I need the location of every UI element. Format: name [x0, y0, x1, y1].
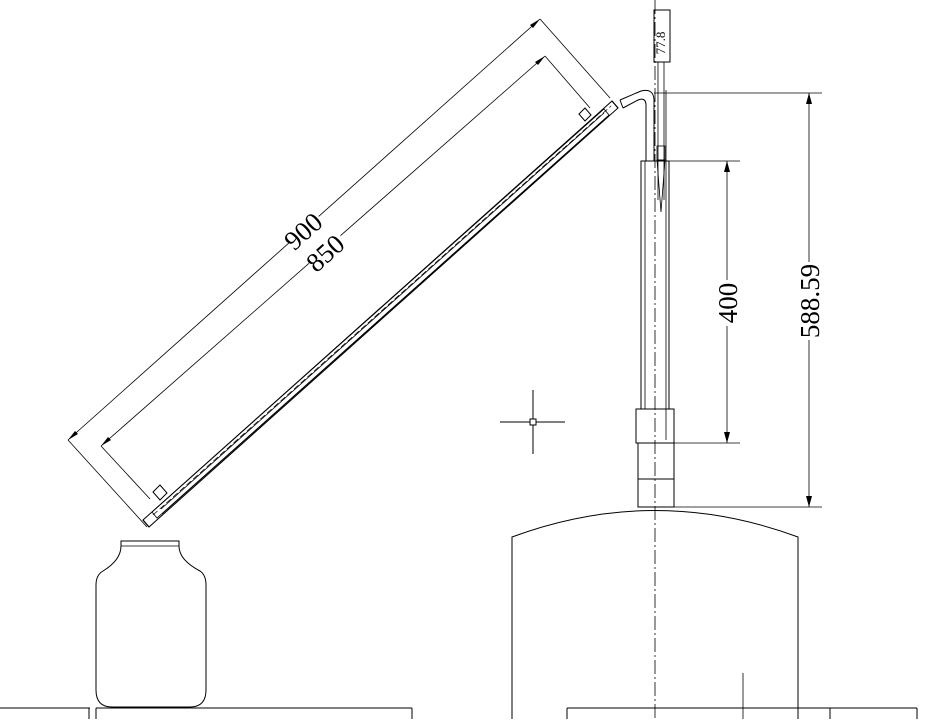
dim-900-arrow-left — [68, 431, 78, 440]
dim-588-arrow-bottom — [806, 496, 812, 507]
dim-588-label: 588.59 — [795, 264, 825, 338]
dim-900-ext-right — [539, 18, 611, 99]
dimension-900: 900 — [67, 18, 611, 528]
dim-850-arrow-right — [535, 56, 545, 65]
condenser-outer-jacket — [142, 100, 619, 528]
boiler — [511, 510, 799, 719]
dim-588-arrow-top — [806, 93, 812, 104]
dim-900-arrow-right — [530, 19, 540, 28]
boiler-body — [511, 510, 799, 719]
dimension-400: 400 — [669, 160, 743, 444]
dim-850-ext-left — [100, 445, 151, 500]
condenser-inner-tube-top — [160, 112, 605, 510]
dim-850-ext-right — [544, 55, 591, 109]
thermometer-label: 77.8 — [653, 32, 668, 55]
condenser-jacket-wall — [151, 108, 610, 519]
bench — [0, 707, 918, 719]
condenser-bottom-cap — [142, 519, 150, 528]
condenser-inner-tube-bottom — [161, 117, 607, 515]
dim-900-ext-left — [67, 439, 148, 528]
dim-400-label: 400 — [713, 283, 743, 324]
column-outlet-cap — [619, 99, 624, 109]
dimension-588-59: 588.59 — [654, 92, 825, 508]
crosshair-pickbox — [529, 418, 537, 426]
crosshair-cursor-icon[interactable] — [500, 390, 565, 454]
thermometer-probe — [656, 159, 666, 213]
column-bend-inner — [622, 98, 647, 161]
column-joint-middle — [637, 442, 675, 480]
thermometer: 77.8 — [653, 9, 671, 440]
thermometer-tag — [653, 9, 671, 63]
dimension-850: 850 — [100, 55, 591, 500]
dim-400-arrow-bottom — [724, 432, 730, 443]
collection-jar — [95, 540, 207, 708]
water-inlet-nozzle — [152, 484, 168, 501]
water-outlet-nozzle — [578, 107, 592, 122]
dim-850-arrow-left — [101, 437, 111, 446]
condenser — [142, 100, 619, 528]
column-bend-outer — [619, 89, 655, 161]
jar-outline — [95, 540, 207, 708]
dim-400-arrow-top — [724, 161, 730, 172]
condenser-top-cap — [611, 100, 619, 109]
condenser-centerline — [152, 105, 612, 516]
column-joint-lower — [637, 478, 675, 508]
